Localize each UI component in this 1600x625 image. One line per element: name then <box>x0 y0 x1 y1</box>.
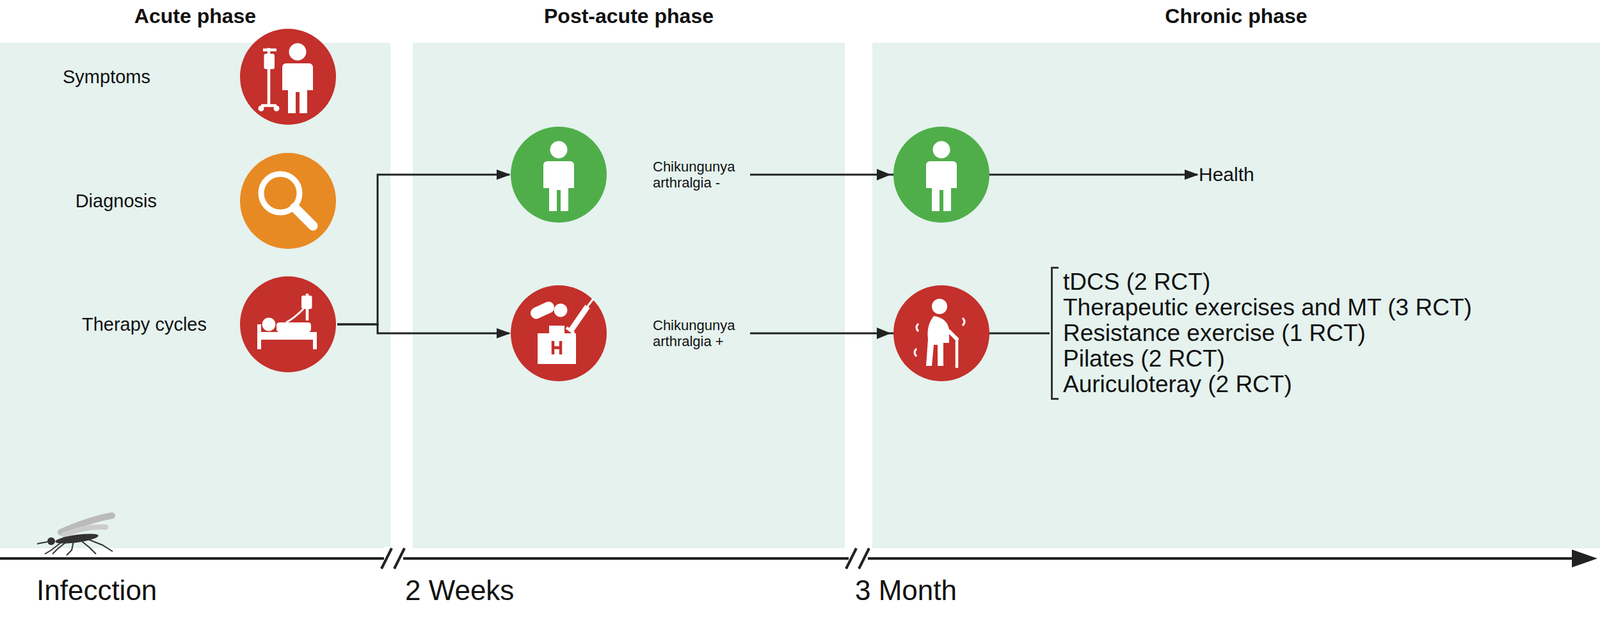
arrow-head <box>876 168 891 181</box>
phase-panel: Chronic phaseHealthtDCS (2 RCT)Therapeut… <box>872 42 1600 549</box>
stage-label: Therapy cycles <box>81 314 207 336</box>
outcome-text: Health <box>1198 163 1255 186</box>
stage-circle: Chikungunya arthralgia + <box>510 285 749 382</box>
icon-circle <box>510 285 607 382</box>
phase-title: Acute phase <box>0 4 391 29</box>
treatment-item: Therapeutic exercises and MT (3 RCT) <box>1063 295 1472 321</box>
phase-panel <box>0 42 391 549</box>
icon-circle <box>240 152 336 249</box>
circle-icon <box>240 152 336 249</box>
phase-panel <box>412 42 845 549</box>
treatment-item: Pilates (2 RCT) <box>1063 346 1472 372</box>
flow-arrow <box>337 174 510 325</box>
circle-icon <box>510 285 607 382</box>
circle-icon <box>240 276 336 373</box>
timeline-label: 2 Weeks <box>405 574 514 607</box>
icon-circle <box>510 126 607 223</box>
treatment-item: Resistance exercise (1 RCT) <box>1063 320 1472 347</box>
flow-arrow <box>337 324 510 334</box>
icon-circle <box>240 28 336 125</box>
healthy-person-circle <box>893 126 990 223</box>
phase-title: Chronic phase <box>872 4 1600 29</box>
status-label: Chikungunya arthralgia + <box>652 317 749 351</box>
mosquito <box>37 515 113 556</box>
status-label: Chikungunya arthralgia - <box>652 158 749 192</box>
circle-icon <box>510 126 607 223</box>
phase-panel: Acute phaseSymptomsDiagnosisTherapy cycl… <box>0 42 391 549</box>
treatment-item: tDCS (2 RCT) <box>1063 269 1472 296</box>
timeline <box>0 547 1598 571</box>
arrow-head <box>876 327 891 340</box>
stage-circle: Chikungunya arthralgia - <box>510 126 749 223</box>
phase-panel <box>872 42 1600 549</box>
timeline-label: 3 Month <box>855 574 957 607</box>
phase-title: Post-acute phase <box>412 4 845 29</box>
phase-panel: Post-acute phaseChikungunya arthralgia -… <box>412 42 845 549</box>
stage-circle: Therapy cycles <box>81 276 336 373</box>
icon-circle <box>240 276 336 373</box>
treatment-item: Auriculoteray (2 RCT) <box>1063 371 1472 398</box>
stage-circle: Symptoms <box>62 28 336 125</box>
stage-circle: Diagnosis <box>75 152 336 249</box>
pain-person-circle <box>893 285 990 382</box>
outcome-label: Health <box>1198 163 1255 186</box>
stage-label: Diagnosis <box>75 190 157 212</box>
timeline-label: Infecction <box>36 574 157 607</box>
circle-icon <box>240 28 336 125</box>
stage-label: Symptoms <box>62 66 151 88</box>
treatment-list: tDCS (2 RCT)Therapeutic exercises and MT… <box>1050 266 1472 400</box>
